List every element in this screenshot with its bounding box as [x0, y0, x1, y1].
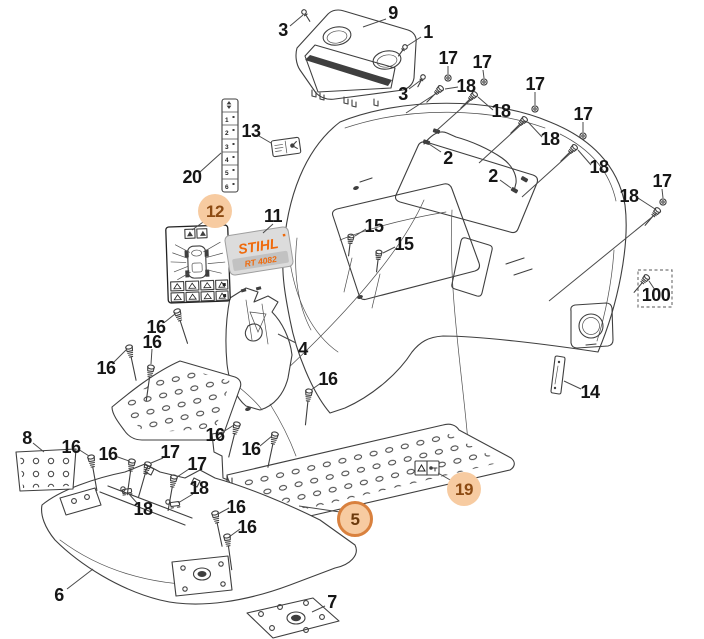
part-callout-2-14[interactable]: 2	[443, 148, 453, 168]
part-callout-18-7[interactable]: 18	[491, 101, 511, 121]
part-19-decal[interactable]	[414, 460, 440, 476]
part-callout-18-9[interactable]: 18	[540, 129, 560, 149]
part-callout-20-17[interactable]: 20	[182, 167, 202, 187]
part-callout-17-36[interactable]: 17	[187, 454, 207, 474]
part-callout-2-15[interactable]: 2	[488, 166, 498, 186]
part-callout-13-16[interactable]: 13	[241, 121, 261, 141]
part-callout-17-12[interactable]: 17	[652, 171, 672, 191]
part-callout-18-37[interactable]: 18	[133, 499, 153, 519]
part-callout-16-26[interactable]: 16	[142, 332, 162, 352]
part-callout-17-10[interactable]: 17	[573, 104, 593, 124]
part-callout-18-38[interactable]: 18	[189, 478, 209, 498]
part-12-safety-decal[interactable]	[165, 224, 231, 304]
part-5-floor-panel[interactable]	[111, 286, 515, 523]
part-callout-18-13[interactable]: 18	[619, 186, 639, 206]
part-callout-16-31[interactable]: 16	[226, 497, 246, 517]
part-13-decal[interactable]	[270, 136, 302, 158]
ruler-number-6: 6	[225, 184, 229, 191]
part-callout-16-29[interactable]: 16	[205, 425, 225, 445]
ruler-number-4: 4	[225, 157, 229, 164]
part-callout-18-11[interactable]: 18	[589, 157, 609, 177]
fasteners	[86, 8, 667, 571]
part-11-stihl-decal[interactable]: STIHL RT 4082	[224, 226, 294, 276]
part-callout-1-1[interactable]: 1	[423, 22, 433, 42]
part-6-lower-housing[interactable]	[41, 463, 357, 605]
ruler-number-3: 3	[225, 144, 229, 151]
part-callout-16-25[interactable]: 16	[146, 317, 166, 337]
stihl-logo-text: STIHL	[237, 235, 279, 257]
ruler-number-2: 2	[225, 130, 229, 137]
part-callout-3-2[interactable]: 3	[278, 20, 288, 40]
part-callout-17-8[interactable]: 17	[525, 74, 545, 94]
ruler-number-5: 5	[225, 170, 229, 177]
part-callout-16-33[interactable]: 16	[61, 437, 81, 457]
part-callout-17-4[interactable]: 17	[438, 48, 458, 68]
part-callout-3-3[interactable]: 3	[398, 84, 408, 104]
part-callout-16-28[interactable]: 16	[318, 369, 338, 389]
part-callout-9-0[interactable]: 9	[388, 3, 398, 23]
part-callout-17-35[interactable]: 17	[160, 442, 180, 462]
part-callout-11-18[interactable]: 11	[263, 206, 283, 226]
part-callout-7-41[interactable]: 7	[327, 592, 337, 612]
part-2-seal[interactable]	[422, 128, 529, 194]
part-callout-16-34[interactable]: 16	[98, 444, 118, 464]
part-callout-6-40[interactable]: 6	[54, 585, 64, 605]
part-callout-14-23[interactable]: 14	[580, 382, 600, 402]
part-callout-18-5[interactable]: 18	[456, 76, 476, 96]
ruler-number-1: 1	[225, 117, 229, 124]
part-20-ruler-decal[interactable]: 1 2 3 4 5 6	[221, 98, 239, 193]
leader-lines	[32, 14, 664, 613]
part-callout-17-6[interactable]: 17	[472, 52, 492, 72]
part-callout-19-42[interactable]: 19	[447, 472, 481, 506]
part-callout-5-43[interactable]: 5	[337, 501, 373, 537]
part-8-mat[interactable]	[15, 448, 77, 492]
part-100-screw-box[interactable]	[631, 269, 673, 308]
part-callout-12-19[interactable]: 12	[198, 194, 232, 228]
part-9-console[interactable]	[295, 9, 417, 108]
part-callout-100-24[interactable]: 100	[641, 285, 671, 305]
part-7-mat[interactable]	[246, 597, 340, 639]
part-callout-15-20[interactable]: 15	[364, 216, 384, 236]
part-callout-4-22[interactable]: 4	[298, 339, 308, 359]
part-callout-15-21[interactable]: 15	[394, 234, 414, 254]
part-14-strip[interactable]	[550, 355, 566, 395]
part-callout-16-30[interactable]: 16	[241, 439, 261, 459]
part-callout-16-32[interactable]: 16	[237, 517, 257, 537]
part-callout-16-27[interactable]: 16	[96, 358, 116, 378]
part-callout-8-39[interactable]: 8	[22, 428, 32, 448]
